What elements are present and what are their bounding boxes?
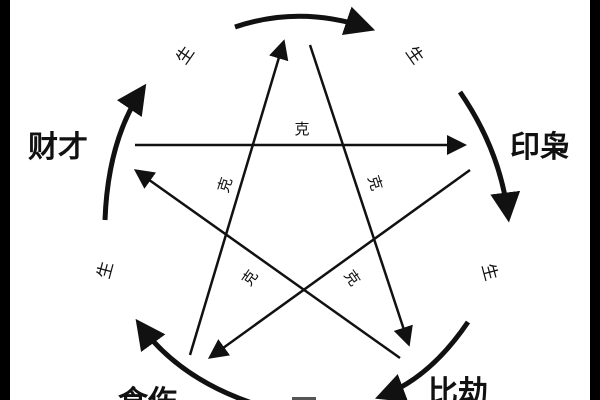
generate-label: 生 — [173, 43, 199, 68]
control-label: 克 — [294, 120, 309, 138]
generate-arrow-bottom-right — [374, 320, 471, 400]
generate-arrow-top — [234, 6, 376, 36]
node-cai: 财才 — [28, 130, 88, 165]
control-label: 克 — [340, 267, 363, 290]
control-arrow-down — [308, 44, 413, 347]
node-bi: 比劫 — [428, 375, 488, 400]
generate-label: 生 — [401, 43, 427, 68]
generate-label: 生 — [477, 261, 501, 283]
control-label: 克 — [364, 173, 386, 193]
generate-arrow-right — [457, 90, 521, 223]
generate-arrow-bottom-left — [135, 318, 252, 400]
node-shi: 食伤 — [118, 385, 178, 400]
cut-off-label-fragment — [292, 397, 316, 400]
control-arrow-down-left — [207, 168, 471, 359]
control-label: 克 — [214, 175, 236, 195]
control-arrow-up-left — [133, 169, 401, 360]
generate-label: 生 — [94, 259, 118, 281]
node-yin: 印枭 — [510, 130, 570, 165]
generate-arrow-left — [102, 83, 147, 221]
control-label: 克 — [238, 267, 261, 290]
control-arrow-up — [188, 39, 289, 356]
